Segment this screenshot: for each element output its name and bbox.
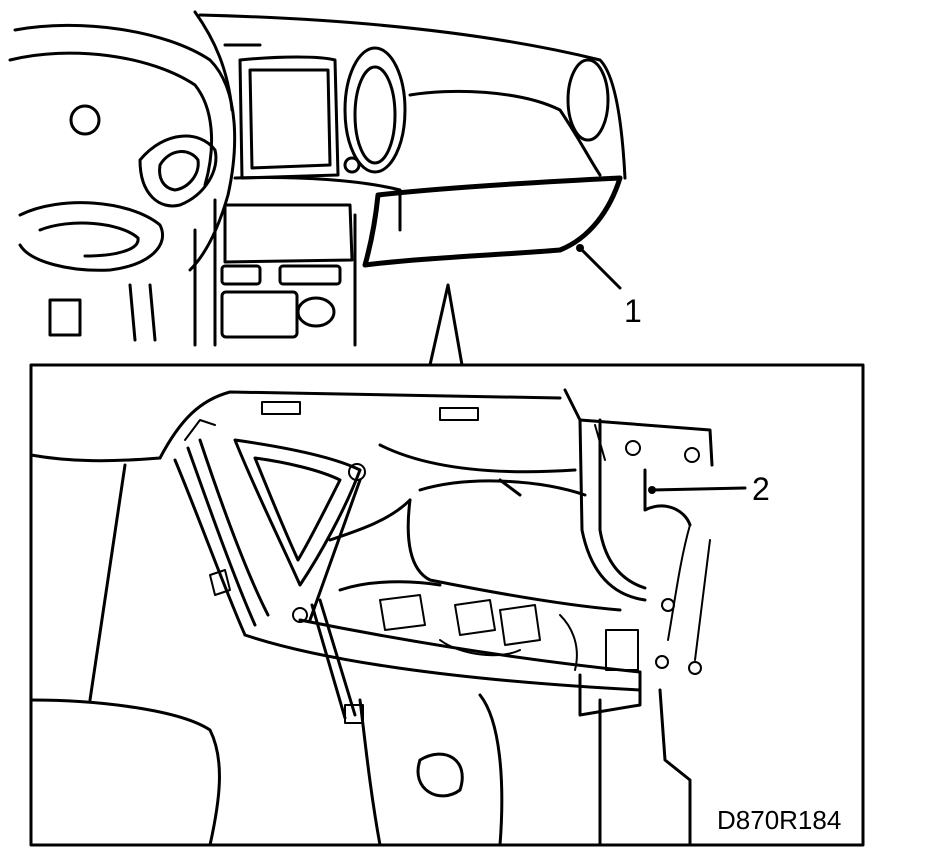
callout-1-leader: [576, 244, 622, 290]
steering-wheel: [8, 10, 237, 272]
glovebox-open: [158, 390, 642, 724]
air-duct: [328, 443, 622, 612]
detail-inset: 2 D870R184: [29, 363, 865, 847]
mounting-bracket: [563, 388, 714, 675]
dash-panel: [48, 13, 627, 347]
glovebox-closed: [362, 175, 623, 268]
callout-2-label: 2: [752, 471, 770, 507]
detail-frame: [29, 363, 865, 847]
figure-code: D870R184: [717, 805, 841, 835]
dashboard-overview: 1: [8, 10, 642, 367]
callout-2-leader: [648, 486, 747, 494]
detail-pointer: [428, 283, 464, 367]
callout-1-label: 1: [624, 293, 642, 329]
internal-components: [379, 594, 578, 671]
